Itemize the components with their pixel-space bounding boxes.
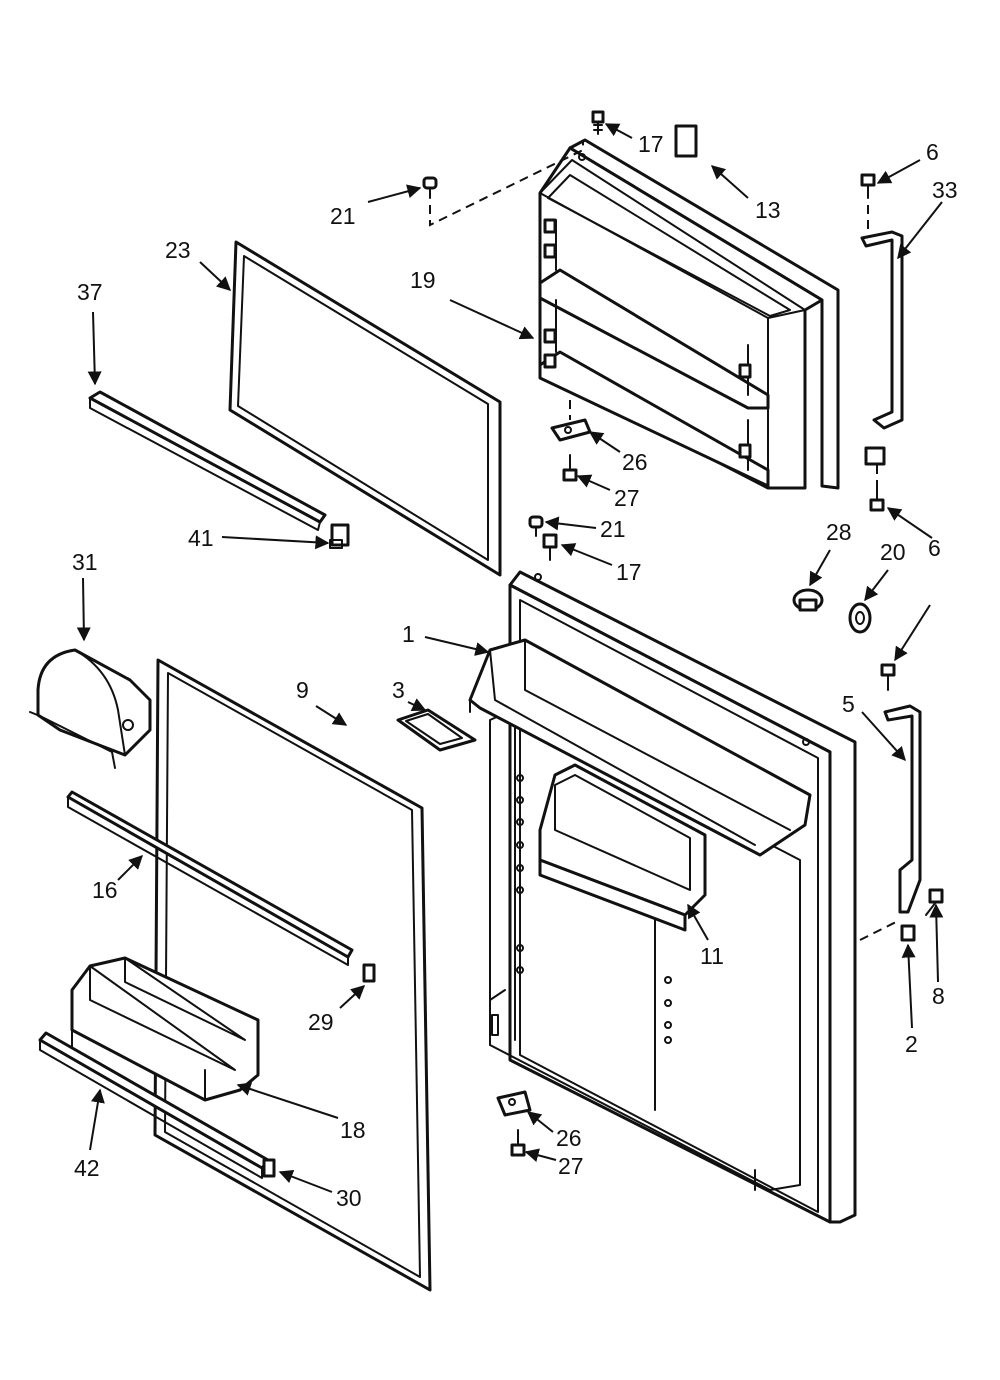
callout-21-mid: 21 xyxy=(600,516,626,542)
spacer-2 xyxy=(900,924,916,942)
breaker-strip-37 xyxy=(88,390,327,531)
fresh-food-gasket xyxy=(153,658,432,1292)
screw-6-lower xyxy=(880,663,896,691)
callout-8: 8 xyxy=(932,983,945,1009)
nut-20 xyxy=(848,602,872,634)
callout-1: 1 xyxy=(402,621,415,647)
screw-8 xyxy=(925,888,944,916)
top-hinge-33 xyxy=(860,230,904,466)
screw-6-mid xyxy=(869,484,885,512)
callout-27-top: 27 xyxy=(614,485,640,511)
pin-21-mid xyxy=(528,515,544,537)
center-hinge-5 xyxy=(883,704,922,914)
callout-26-top: 26 xyxy=(622,449,648,475)
leader-lines xyxy=(76,123,944,1193)
screw-27-bottom xyxy=(510,1129,526,1157)
callout-3: 3 xyxy=(392,677,405,703)
callout-17-mid: 17 xyxy=(616,559,642,585)
screw-27-top xyxy=(562,454,578,482)
callout-21-top: 21 xyxy=(330,203,356,229)
clip-30 xyxy=(262,1158,276,1178)
callout-19: 19 xyxy=(410,267,436,293)
freezer-door-liner xyxy=(538,138,840,490)
callout-37: 37 xyxy=(77,279,103,305)
clip-29 xyxy=(362,963,376,983)
screw-17-mid xyxy=(542,533,558,561)
callout-16: 16 xyxy=(92,877,118,903)
callout-41: 41 xyxy=(188,525,214,551)
callout-9: 9 xyxy=(296,677,309,703)
callout-28: 28 xyxy=(826,519,852,545)
callout-20: 20 xyxy=(880,539,906,565)
label-13 xyxy=(674,124,698,158)
callout-13: 13 xyxy=(755,197,781,223)
pad-3 xyxy=(396,708,477,752)
callout-31: 31 xyxy=(72,549,98,575)
pin-21-top xyxy=(422,176,438,199)
screw-6-top xyxy=(860,173,876,199)
hinge-pin-26-top xyxy=(550,418,592,442)
freezer-gasket xyxy=(228,240,502,577)
breaker-strip-16 xyxy=(66,790,354,966)
callout-23: 23 xyxy=(165,237,191,263)
bin-cover-31 xyxy=(29,648,152,769)
callout-11: 11 xyxy=(700,943,724,969)
hole-plug-28 xyxy=(792,588,824,612)
callout-33: 33 xyxy=(932,177,958,203)
screw-17-top xyxy=(591,110,605,135)
callout-5: 5 xyxy=(842,691,855,717)
hinge-pin-26-bottom xyxy=(496,1090,532,1117)
callout-30: 30 xyxy=(336,1185,362,1211)
callout-18: 18 xyxy=(340,1117,366,1143)
clip-41 xyxy=(329,523,350,549)
callout-2: 2 xyxy=(905,1031,918,1057)
callout-26-bottom: 26 xyxy=(556,1125,582,1151)
callout-labels: 17 13 6 33 21 23 19 37 26 27 21 17 6 41 … xyxy=(72,131,958,1211)
fresh-food-door-liner xyxy=(468,570,857,1224)
door-shelf-18 xyxy=(70,956,260,1102)
callout-6-mid: 6 xyxy=(928,535,941,561)
callout-27-bottom: 27 xyxy=(558,1153,584,1179)
callout-17-top: 17 xyxy=(638,131,664,157)
callout-29: 29 xyxy=(308,1009,334,1035)
callout-42: 42 xyxy=(74,1155,100,1181)
callout-6-top: 6 xyxy=(926,139,939,165)
